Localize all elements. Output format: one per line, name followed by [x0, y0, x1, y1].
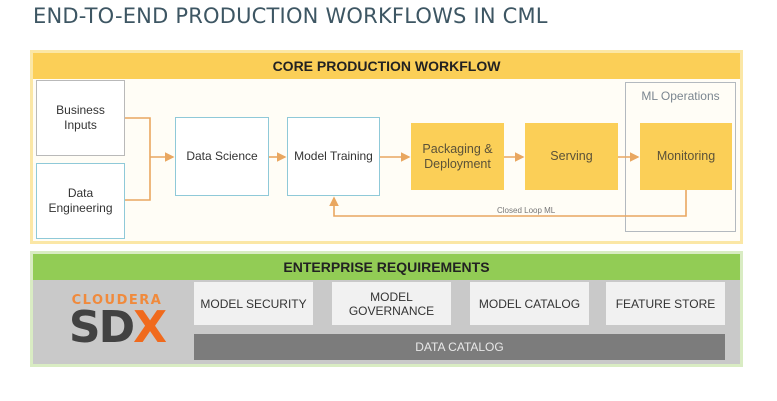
ml-operations-label: ML Operations	[641, 89, 720, 103]
data-science-box: Data Science	[175, 117, 269, 196]
data-engineering-box: Data Engineering	[36, 163, 125, 239]
core-workflow-header: CORE PRODUCTION WORKFLOW	[33, 53, 740, 79]
sdx-letters-sd: SD	[68, 302, 135, 353]
model-security-box: MODEL SECURITY	[194, 282, 313, 325]
closed-loop-label: Closed Loop ML	[497, 206, 556, 215]
page-title: END-TO-END PRODUCTION WORKFLOWS IN CML	[33, 4, 548, 28]
cloudera-sdx-logo: CLOUDERA SDX	[62, 293, 172, 350]
sdx-letter-x: X	[133, 302, 167, 353]
cloudera-wordmark: CLOUDERA	[71, 293, 163, 308]
packaging-deployment-box: Packaging & Deployment	[411, 123, 504, 190]
feature-store-box: FEATURE STORE	[606, 282, 725, 325]
data-catalog-bar: DATA CATALOG	[194, 334, 725, 360]
model-training-box: Model Training	[287, 117, 380, 196]
business-inputs-box: Business Inputs	[36, 80, 125, 156]
serving-box: Serving	[525, 123, 618, 190]
enterprise-header: ENTERPRISE REQUIREMENTS	[33, 254, 740, 280]
monitoring-box: Monitoring	[640, 123, 732, 190]
model-governance-box: MODEL GOVERNANCE	[332, 282, 451, 325]
sdx-wordmark: SDX	[62, 306, 172, 350]
model-catalog-box: MODEL CATALOG	[470, 282, 589, 325]
